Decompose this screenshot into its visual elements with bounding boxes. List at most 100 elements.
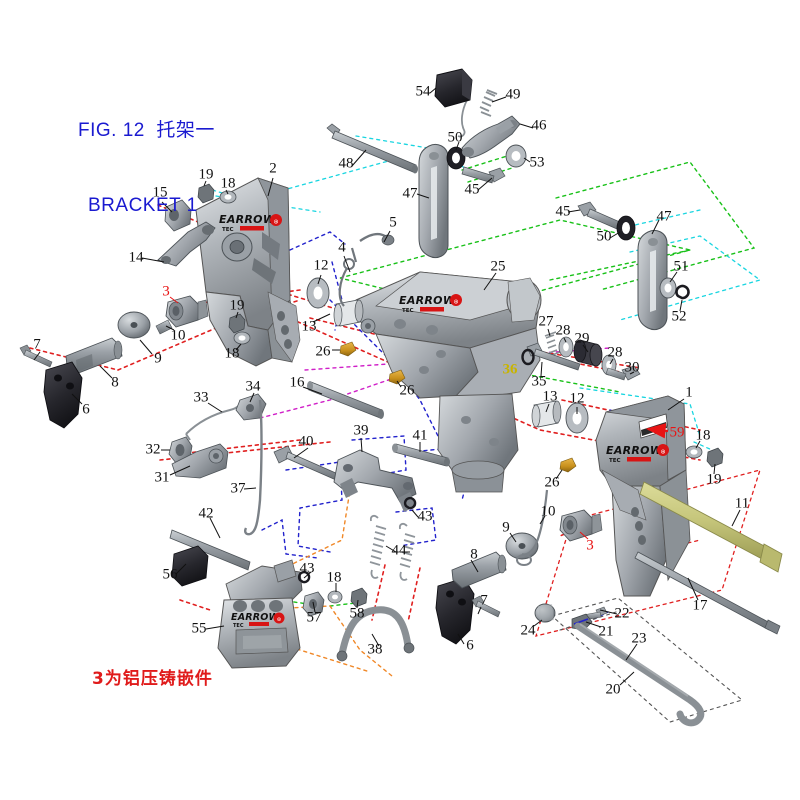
part-26-plug-c	[559, 457, 577, 473]
callout-3-leaders	[169, 296, 589, 540]
part-50-oring-top	[446, 146, 466, 170]
figure-title-line1: FIG. 12 托架一	[78, 120, 215, 141]
callout-number-31: 31	[154, 469, 170, 486]
part-46-lever	[461, 115, 521, 159]
callout-number-26: 26	[315, 343, 331, 360]
svg-text:TEC: TEC	[233, 623, 244, 629]
callout-number-25: 25	[490, 258, 506, 275]
part-10-clip-right	[516, 489, 549, 566]
part-18-washer-top	[219, 190, 237, 204]
callout-number-40: 40	[298, 433, 314, 450]
part-25-swivel-bracket: EARROW TEC ⊛	[355, 271, 542, 493]
part-4-clip	[338, 247, 358, 307]
callout-number-39: 39	[353, 422, 369, 439]
callout-number-26: 26	[399, 382, 415, 399]
callout-number-28: 28	[555, 322, 571, 339]
part-40-bolt	[273, 445, 339, 481]
callout-number-2: 2	[269, 160, 277, 177]
callout-number-50: 50	[596, 228, 612, 245]
callout-number-50: 50	[447, 129, 463, 146]
earrow-logo-part2: EARROW TEC ⊛	[219, 213, 282, 233]
callout-number-9: 9	[502, 519, 510, 536]
part-6-lever-right	[435, 577, 475, 645]
callout-number-56: 56	[162, 566, 178, 583]
callout-number-3: 3	[162, 283, 170, 300]
callout-number-49: 49	[505, 86, 521, 103]
callout-number-22: 22	[614, 605, 630, 622]
part-37-hook-rod	[244, 399, 263, 536]
callout-number-16: 16	[289, 374, 305, 391]
part-38-ends	[336, 642, 415, 662]
part-52-eclip	[675, 284, 690, 300]
callout-number-41: 41	[412, 427, 428, 444]
callout-number-11: 11	[734, 495, 750, 512]
part-47-link-right	[637, 229, 668, 331]
callout-number-53: 53	[529, 154, 545, 171]
svg-text:EARROW: EARROW	[399, 294, 456, 307]
part-6-lever-left	[43, 361, 83, 429]
svg-text:⊛: ⊛	[277, 617, 282, 623]
part-18-washer-mid	[233, 331, 251, 345]
part-53-washer	[505, 144, 527, 168]
svg-text:EARROW: EARROW	[219, 213, 276, 226]
callout-number-8: 8	[111, 374, 119, 391]
part-13-bushing-cl	[333, 299, 364, 327]
callout-number-18: 18	[695, 427, 711, 444]
part-43-eclip-a	[403, 496, 417, 510]
part-14-link	[157, 221, 216, 267]
callout-number-59: 59	[669, 424, 685, 441]
callout-number-20: 20	[605, 681, 621, 698]
callout-number-51: 51	[673, 258, 689, 275]
part-23-hook-rod	[574, 622, 705, 727]
part-7-bolt-left	[19, 344, 53, 368]
callout-number-23: 23	[631, 630, 647, 647]
part-19-nut-mid	[228, 313, 246, 334]
part-18-washer-r	[685, 445, 703, 459]
callout-number-38: 38	[367, 641, 383, 658]
callout-59-arrow	[645, 423, 669, 439]
part-48-long-bolt	[326, 123, 418, 174]
callout-number-1: 1	[685, 384, 693, 401]
part-54-block	[434, 68, 473, 108]
callout-number-26: 26	[544, 474, 560, 491]
part-49-spring	[457, 89, 498, 138]
part-35-bolt	[526, 342, 581, 371]
callout-number-54: 54	[415, 83, 431, 100]
callout-number-58: 58	[349, 605, 365, 622]
part-36-oring	[521, 348, 535, 366]
callout-number-18: 18	[220, 175, 236, 192]
callout-number-4: 4	[338, 239, 346, 256]
callout-number-18: 18	[224, 345, 240, 362]
callout-number-10: 10	[540, 503, 556, 520]
part-17-rod	[634, 551, 781, 635]
part-12-washer-r	[565, 402, 589, 434]
callout-number-42: 42	[198, 505, 214, 522]
part-10-pin-left	[155, 319, 173, 335]
callout-number-45: 45	[555, 203, 571, 220]
part-45-bolt-top	[461, 166, 506, 184]
callout-number-28: 28	[607, 344, 623, 361]
callout-number-32: 32	[145, 441, 161, 458]
part-34-latch	[235, 393, 267, 421]
earrow-logo-part25: EARROW TEC ⊛	[399, 294, 462, 314]
callout-number-48: 48	[338, 155, 354, 172]
part-26-plug-a	[339, 341, 357, 357]
callout-number-6: 6	[82, 401, 90, 418]
callout-number-29: 29	[574, 330, 590, 347]
svg-text:⊛: ⊛	[453, 299, 458, 306]
callout-number-34: 34	[245, 378, 261, 395]
part-39-yoke	[333, 449, 417, 512]
figure-title-line2: BRACKET 1	[88, 195, 198, 216]
callout-number-24: 24	[520, 622, 536, 639]
part-18-washer-bl	[327, 590, 343, 604]
part-16-rod	[307, 381, 384, 419]
callout-number-52: 52	[671, 308, 687, 325]
part-5-pin	[359, 232, 395, 246]
part-51-washer	[659, 277, 677, 299]
callout-number-19: 19	[706, 471, 722, 488]
callout-number-37: 37	[230, 480, 246, 497]
part-3-bushing-right	[559, 509, 603, 542]
callout-number-36: 36	[502, 361, 518, 378]
